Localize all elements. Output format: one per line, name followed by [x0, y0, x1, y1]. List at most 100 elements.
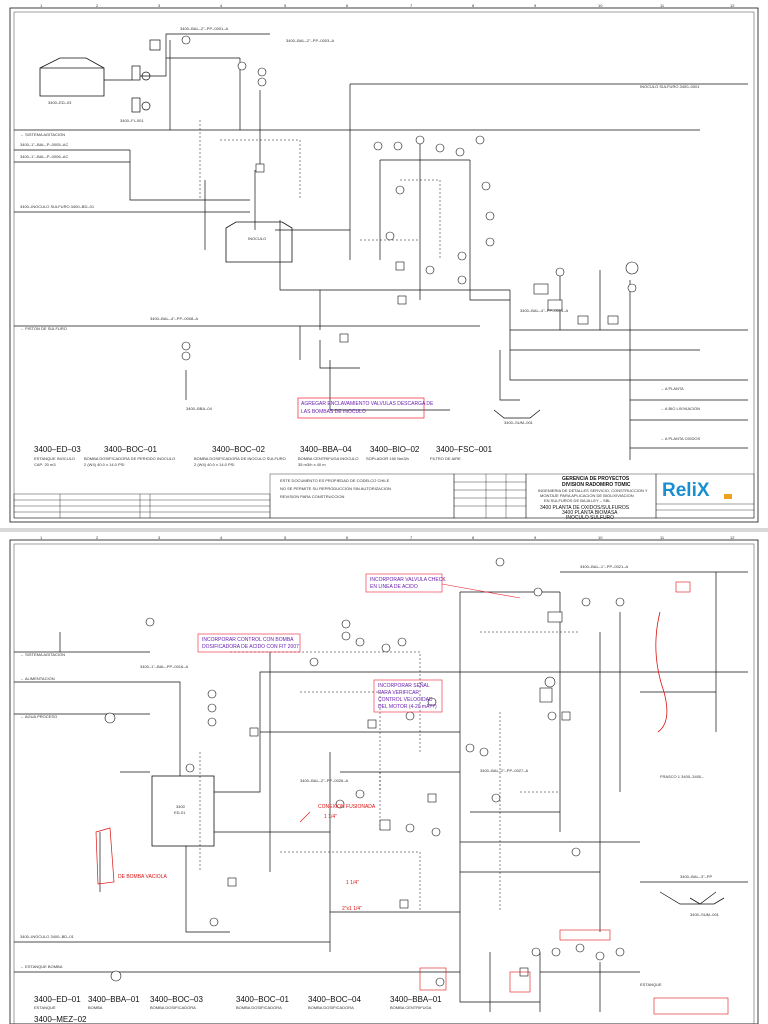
svg-text:BOMBA CENTRIFUGA: BOMBA CENTRIFUGA	[390, 1005, 432, 1010]
svg-text:3400–BAL–2"–PP–0026–A: 3400–BAL–2"–PP–0026–A	[300, 778, 348, 783]
svg-text:3400–1"–BAL–P–0006–AC: 3400–1"–BAL–P–0006–AC	[20, 154, 68, 159]
equipment-title: 3400–BOC–03	[150, 995, 203, 1004]
svg-text:3400–FI–001: 3400–FI–001	[120, 118, 144, 123]
svg-text:3400–1"–BAL–PP–0016–A: 3400–1"–BAL–PP–0016–A	[140, 664, 188, 669]
instrument-bubbles-2	[104, 557, 625, 987]
svg-text:4: 4	[220, 535, 223, 540]
svg-text:5: 5	[284, 3, 287, 8]
svg-text:3400–BBA–04: 3400–BBA–04	[186, 406, 213, 411]
relix-logo: ReliX	[662, 480, 734, 502]
drawing-border	[9, 7, 759, 523]
tb-line: EN SULFUROS DE BAJA LEY – SBL	[544, 498, 611, 503]
svg-text:3400–INOCULO 3400–BD–01: 3400–INOCULO 3400–BD–01	[20, 934, 75, 939]
svg-text:ED-01: ED-01	[174, 810, 186, 815]
equipment-title: 3400–MEZ–02	[34, 1015, 87, 1024]
svg-text:← ALIMENTACION: ← ALIMENTACION	[20, 676, 55, 681]
svg-text:3400–BAL–4"–PP–0014–A: 3400–BAL–4"–PP–0014–A	[520, 308, 568, 313]
valves-2	[227, 611, 571, 977]
svg-text:3400: 3400	[176, 804, 186, 809]
tb-plant: 3400 PLANTA DE OXIDOS/SULFUROS	[540, 505, 630, 511]
svg-text:3400–ED–03: 3400–ED–03	[48, 100, 72, 105]
svg-text:NO SE PERMITE SU REPRODUCCION: NO SE PERMITE SU REPRODUCCION SIN AUTORI…	[280, 486, 391, 491]
signal-lines-1	[199, 120, 441, 260]
svg-text:12: 12	[730, 535, 735, 540]
svg-text:→ A PLANTA OXIDOS: → A PLANTA OXIDOS	[660, 436, 700, 441]
svg-text:INOCULO SULFURO 3400–0001: INOCULO SULFURO 3400–0001	[640, 84, 700, 89]
svg-text:11: 11	[660, 535, 665, 540]
tb-division: DIVISION RADOMIRO TOMIC	[562, 482, 631, 488]
sheet-separator	[0, 528, 768, 532]
equipment-title: 3400–BOC–02	[212, 445, 265, 454]
inoculo-vessel: INOCULO	[225, 221, 293, 263]
svg-text:12: 12	[730, 3, 735, 8]
svg-text:3400–SUM–001: 3400–SUM–001	[504, 420, 534, 425]
title-block-1: GERENCIA DE PROYECTOS DIVISION RADOMIRO …	[538, 476, 648, 521]
svg-text:ESTE DOCUMENTO ES PROPIEDAD DE: ESTE DOCUMENTO ES PROPIEDAD DE CODELCO C…	[280, 478, 390, 483]
svg-text:BOMBA CENTRIFUGA INOCULO: BOMBA CENTRIFUGA INOCULO	[298, 456, 358, 461]
annotation-dosing-line2: DOSIFICADORA DE ACIDO CON FIT 2007	[202, 644, 299, 650]
tb-subject: INOCULO SULFURO	[566, 515, 614, 521]
annotation-check-valve-line1: INCORPORAR VALVULA CHECK	[370, 577, 446, 583]
svg-text:1: 1	[40, 3, 43, 8]
svg-text:REVISION PARA CONSTRUCCION: REVISION PARA CONSTRUCCION	[280, 494, 344, 499]
equipment-title: 3400–BOC–04	[308, 995, 361, 1004]
svg-text:7: 7	[410, 535, 413, 540]
svg-text:BOMBA: BOMBA	[88, 1005, 103, 1010]
svg-text:BOMBA DOSIFICADORA: BOMBA DOSIFICADORA	[236, 1005, 282, 1010]
equipment-title-row-1: 3400–ED–03 3400–BOC–01 3400–BOC–02 3400–…	[34, 445, 493, 454]
svg-text:2 (W4) 40.0 x 14.0 PSI: 2 (W4) 40.0 x 14.0 PSI	[194, 462, 234, 467]
sump-1	[493, 409, 541, 419]
svg-text:2 (W4) 40.0 x 14.0 PSI: 2 (W4) 40.0 x 14.0 PSI	[84, 462, 124, 467]
annotation-box-1	[297, 397, 425, 419]
equipment-title: 3400–FSC–001	[436, 445, 493, 454]
equipment-title: 3400–BOC–01	[104, 445, 157, 454]
line-labels-2: 3400–BAL–1"–PP–0021–A ← SISTEMA AGITACIO…	[20, 564, 720, 987]
annotation-box-check-valve	[365, 573, 443, 593]
svg-text:FILTRO DE AIRE: FILTRO DE AIRE	[430, 456, 461, 461]
annotation-speed-line3: CONTROL VELOCIDAD	[378, 697, 433, 703]
svg-text:9: 9	[534, 3, 537, 8]
svg-text:6: 6	[346, 3, 349, 8]
signal-lines-2	[199, 631, 580, 912]
filter-units	[131, 39, 161, 113]
equipment-title: 3400–BBA–01	[88, 995, 140, 1004]
svg-text:← ESTANQUE BOMBA: ← ESTANQUE BOMBA	[20, 964, 63, 969]
svg-text:BOMBA DOSIFICADORA DE INOCULO: BOMBA DOSIFICADORA DE INOCULO SULFURO	[194, 456, 286, 461]
reactor-vessel: 3400 ED-01	[151, 775, 215, 847]
svg-text:3400–BAL–4"–PP–0008–A: 3400–BAL–4"–PP–0008–A	[150, 316, 198, 321]
svg-text:FRASCO 1 3400–3400–: FRASCO 1 3400–3400–	[660, 774, 704, 779]
equipment-title: 3400–ED–03	[34, 445, 81, 454]
svg-text:9: 9	[534, 535, 537, 540]
tb-line: INGENIERIA DE DETALLES SERVICIO, CONSTRU…	[538, 488, 648, 493]
svg-text:← PISTON DE SULFURO: ← PISTON DE SULFURO	[20, 326, 67, 331]
annotation-purple-line2: LAS BOMBAS DE INOCULO	[301, 409, 366, 415]
sump-2	[689, 897, 725, 905]
svg-text:3400–BAL–1"–PP–0021–A: 3400–BAL–1"–PP–0021–A	[580, 564, 628, 569]
svg-text:11: 11	[660, 3, 665, 8]
annotation-box-dosing-pump	[197, 633, 301, 653]
svg-text:ESTANQUE INOCULO: ESTANQUE INOCULO	[34, 456, 75, 461]
annotation-speed-line1: INCORPORAR SEÑAL	[378, 682, 430, 689]
drawing-border	[9, 539, 759, 1024]
svg-text:4: 4	[220, 3, 223, 8]
svg-text:3400–SUM–001: 3400–SUM–001	[690, 912, 720, 917]
svg-text:ESTANQUE: ESTANQUE	[34, 1005, 56, 1010]
annotation-speed-line4: DEL MOTOR (4-20 mA??)	[378, 704, 437, 710]
equipment-title: 3400–BBA–01	[390, 995, 442, 1004]
svg-text:10: 10	[598, 535, 603, 540]
process-lines-1	[14, 33, 748, 460]
svg-text:2: 2	[96, 535, 99, 540]
equipment-title: 3400–ED–01	[34, 995, 81, 1004]
tb-company: GERENCIA DE PROYECTOS	[562, 476, 630, 482]
svg-text:3400–INOCULO SULFURO 3400–BD–0: 3400–INOCULO SULFURO 3400–BD–01	[20, 204, 95, 209]
red-note-size: 1 1/4"	[346, 880, 359, 886]
svg-text:CAP: 20 m3: CAP: 20 m3	[34, 462, 56, 467]
tb-area: 3400 PLANTA BIOMASA	[562, 510, 618, 516]
storage-tank	[39, 57, 105, 97]
svg-text:3400–BAL–2"–PP–0027–A: 3400–BAL–2"–PP–0027–A	[480, 768, 528, 773]
